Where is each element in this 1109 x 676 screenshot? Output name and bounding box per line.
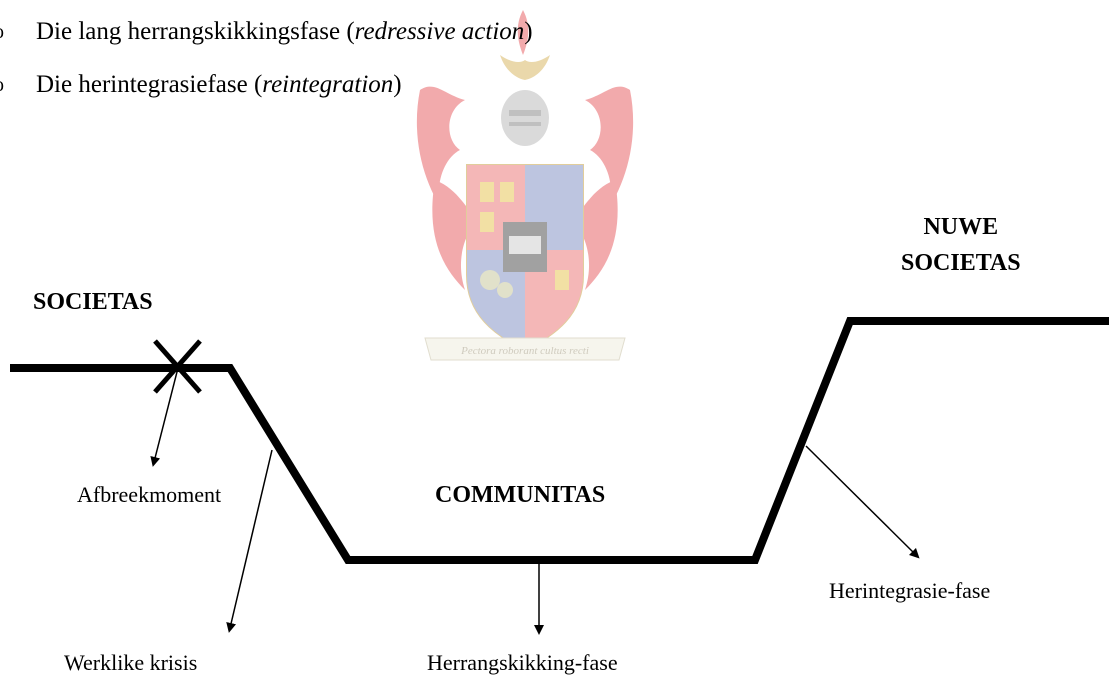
label-communitas: COMMUNITAS: [435, 482, 606, 508]
bullet-glyph: o: [0, 22, 4, 42]
arrow-afbreekmoment: [150, 367, 179, 467]
label-nuwe-societas: NUWE SOCIETAS: [901, 209, 1021, 281]
process-line: [10, 317, 1109, 564]
breakpoint-x-mark: [153, 339, 202, 394]
arrow-herintegrasie: [805, 445, 920, 559]
bullet-text: Die herintegrasiefase (reintegration): [36, 71, 402, 98]
arrow-werklike-krisis: [226, 449, 273, 633]
label-herrangskikking-fase: Herrangskikking-fase: [427, 650, 618, 675]
university-crest-watermark: Pectora roborant cultus recti: [416, 10, 634, 361]
label-nuwe-line2: SOCIETAS: [901, 250, 1021, 276]
label-societas: SOCIETAS: [33, 289, 153, 315]
label-werklike-krisis: Werklike krisis: [64, 650, 198, 675]
label-herintegrasie-fase: Herintegrasie-fase: [829, 578, 991, 603]
bullet-glyph: o: [0, 75, 4, 95]
crest-motto: Pectora roborant cultus recti: [460, 345, 589, 357]
bullet-text: Die lang herrangskikkingsfase (redressiv…: [36, 18, 533, 45]
label-afbreekmoment: Afbreekmoment: [77, 482, 222, 507]
label-nuwe-line1: NUWE: [923, 214, 999, 240]
